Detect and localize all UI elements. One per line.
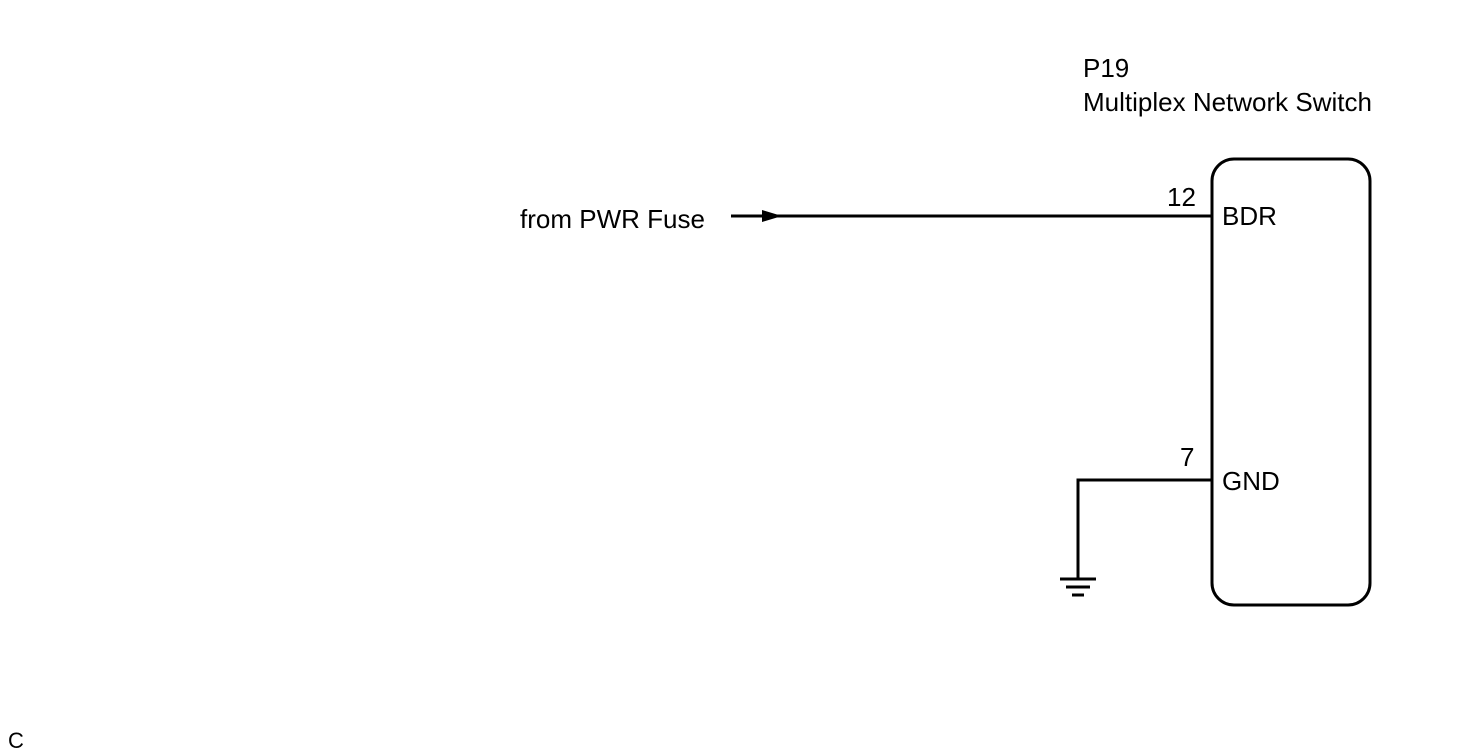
ground-wire xyxy=(1076,478,1212,578)
source-label: from PWR Fuse xyxy=(520,204,705,234)
connector-name: Multiplex Network Switch xyxy=(1083,87,1372,117)
pin-name-bdr: BDR xyxy=(1222,201,1277,231)
connector-id: P19 xyxy=(1083,53,1129,83)
switch-component-box xyxy=(1210,157,1372,607)
pin-number-gnd: 7 xyxy=(1180,442,1194,472)
pin-number-bdr: 12 xyxy=(1167,182,1196,212)
corner-code: C xyxy=(8,728,24,753)
pin-name-gnd: GND xyxy=(1222,466,1280,496)
ground-icon xyxy=(1060,577,1096,597)
arrow-icon xyxy=(762,210,782,222)
